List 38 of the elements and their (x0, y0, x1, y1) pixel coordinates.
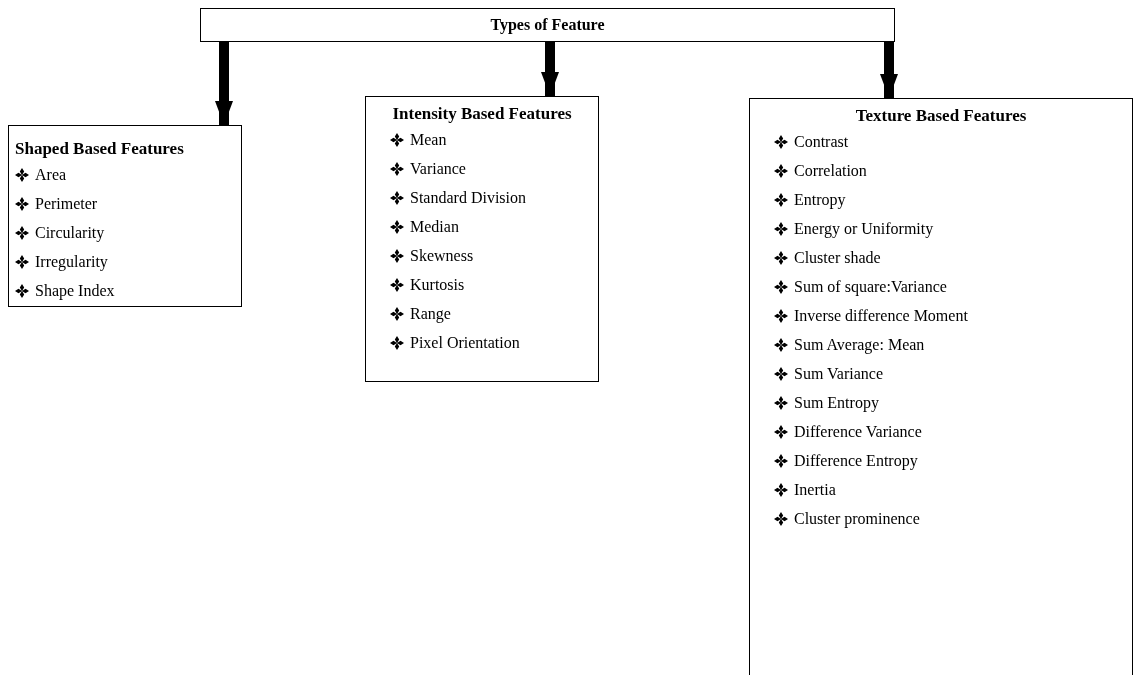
list-item: Pixel Orientation (410, 333, 520, 352)
category-box (749, 98, 1133, 675)
arrow (215, 42, 233, 125)
list-item: Cluster shade (794, 248, 881, 267)
list-item: Skewness (410, 246, 474, 265)
title-box (200, 8, 895, 42)
list-item: Energy or Uniformity (794, 219, 934, 238)
box-heading: Texture Based Features (854, 105, 1028, 127)
arrow (541, 42, 559, 96)
title-text: Types of Feature (490, 16, 605, 34)
category-box (8, 125, 242, 307)
box-heading: Shaped Based Features (14, 138, 185, 160)
box-heading: Intensity Based Features (391, 103, 573, 125)
list-item: Kurtosis (410, 275, 465, 294)
list-item: Circularity (35, 223, 105, 242)
list-item: Inertia (794, 480, 836, 499)
list-item: Area (35, 165, 67, 184)
list-item: Range (410, 304, 451, 323)
list-item: Inverse difference Moment (794, 306, 968, 325)
list-item: Shape Index (35, 281, 115, 300)
list-item: Standard Division (410, 188, 526, 207)
list-item: Correlation (794, 161, 867, 180)
list-item: Irregularity (35, 252, 108, 271)
list-item: Mean (410, 130, 447, 149)
list-item: Entropy (794, 190, 846, 209)
list-item: Difference Variance (794, 422, 922, 441)
list-item: Perimeter (35, 194, 98, 213)
list-item: Sum of square:Variance (794, 277, 947, 296)
list-item: Sum Average: Mean (794, 335, 925, 354)
arrow (880, 42, 898, 98)
list-item: Sum Entropy (794, 393, 879, 412)
list-item: Difference Entropy (794, 451, 918, 470)
list-item: Median (410, 217, 459, 236)
list-item: Contrast (794, 132, 849, 151)
category-box (365, 96, 599, 382)
list-item: Cluster prominence (794, 509, 920, 528)
list-item: Sum Variance (794, 364, 883, 383)
list-item: Variance (410, 159, 466, 178)
